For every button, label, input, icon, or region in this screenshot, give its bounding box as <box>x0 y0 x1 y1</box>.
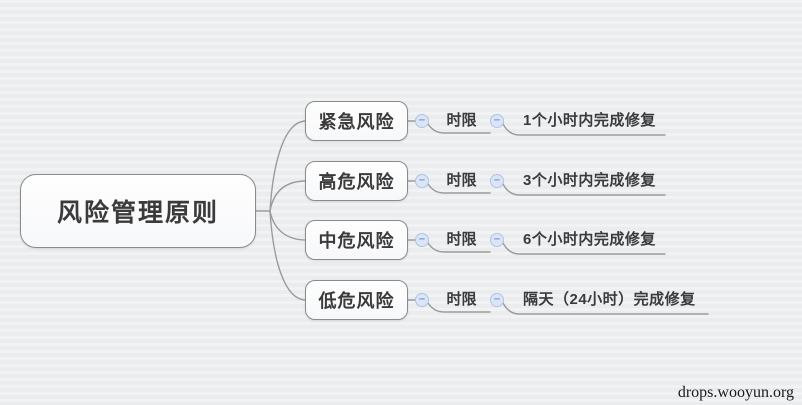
attr-topic-low-timelimit[interactable]: 时限 <box>446 291 477 308</box>
watermark-text: drops.wooyun.org <box>677 384 794 401</box>
connector-root-medium <box>269 210 307 241</box>
collapse-button-high-attr[interactable]: − <box>490 174 504 188</box>
minus-icon: − <box>493 114 501 127</box>
minus-icon: − <box>418 293 426 306</box>
value-topic-urgent[interactable]: 1个小时内完成修复 <box>523 112 656 129</box>
collapse-button-low-attr[interactable]: − <box>490 293 504 307</box>
value-topic-low[interactable]: 隔天（24小时）完成修复 <box>523 291 696 308</box>
minus-icon: − <box>493 174 501 187</box>
topic-high-risk-label: 高危风险 <box>318 172 395 192</box>
topic-high-risk[interactable]: 高危风险 <box>305 161 408 201</box>
attr-topic-medium-timelimit[interactable]: 时限 <box>446 231 477 248</box>
minus-icon: − <box>418 233 426 246</box>
topic-medium-risk-label: 中危风险 <box>318 231 395 251</box>
attr-topic-high-timelimit[interactable]: 时限 <box>446 172 477 189</box>
topic-medium-risk[interactable]: 中危风险 <box>305 220 408 260</box>
collapse-button-urgent-attr[interactable]: − <box>490 114 504 128</box>
value-topic-medium[interactable]: 6个小时内完成修复 <box>523 231 656 248</box>
topic-low-risk-label: 低危风险 <box>318 291 395 311</box>
connector-root-high <box>269 180 307 212</box>
minus-icon: − <box>493 233 501 246</box>
attr-topic-urgent-timelimit[interactable]: 时限 <box>446 112 477 129</box>
minus-icon: − <box>418 114 426 127</box>
root-topic-label: 风险管理原则 <box>56 199 219 227</box>
collapse-button-low[interactable]: − <box>415 293 429 307</box>
collapse-button-high[interactable]: − <box>415 174 429 188</box>
topic-low-risk[interactable]: 低危风险 <box>305 280 408 320</box>
collapse-button-medium[interactable]: − <box>415 233 429 247</box>
collapse-button-urgent[interactable]: − <box>415 114 429 128</box>
root-topic[interactable]: 风险管理原则 <box>20 174 256 248</box>
connector-root-urgent <box>269 120 307 212</box>
value-topic-high[interactable]: 3个小时内完成修复 <box>523 172 656 189</box>
minus-icon: − <box>418 174 426 187</box>
minus-icon: − <box>493 293 501 306</box>
collapse-button-medium-attr[interactable]: − <box>490 233 504 247</box>
connector-root-low <box>269 210 307 301</box>
topic-urgent-risk[interactable]: 紧急风险 <box>305 101 408 141</box>
topic-urgent-risk-label: 紧急风险 <box>318 112 395 132</box>
